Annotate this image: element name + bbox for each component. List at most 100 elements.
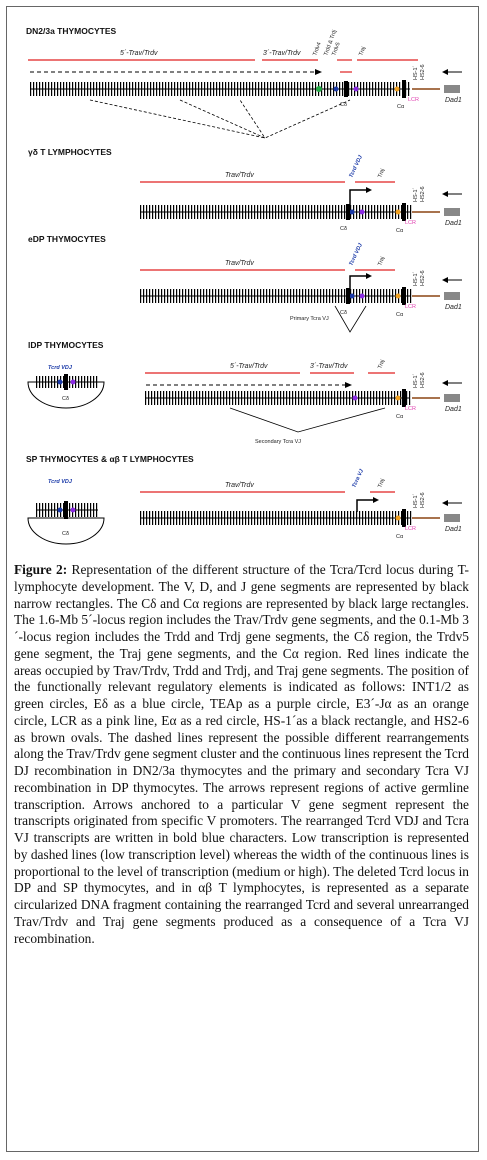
gene-segment (143, 289, 145, 303)
gene-segment (269, 205, 271, 219)
gene-segment (349, 391, 351, 405)
rearrangement-lines (89, 99, 351, 139)
trdv4-label: Trdv4 (312, 42, 322, 57)
gene-segment (248, 511, 250, 525)
gene-segment (191, 205, 193, 219)
gene-segment (296, 511, 298, 525)
gene-segment (248, 289, 250, 303)
gene-segment (226, 391, 228, 405)
gene-segment (309, 82, 311, 96)
gene-segment (237, 82, 239, 96)
panel-title: eDP THYMOCYTES (28, 234, 106, 244)
gene-segment (179, 289, 181, 303)
gene-segment (287, 511, 289, 525)
gene-segment (146, 289, 148, 303)
gene-segment (230, 511, 232, 525)
gene-segment (96, 503, 98, 517)
gene-segment (249, 82, 251, 96)
gene-segment (223, 391, 225, 405)
gene-segment (371, 289, 373, 303)
gene-segment (257, 511, 259, 525)
gene-segment (284, 511, 286, 525)
gene-segment (183, 82, 185, 96)
gene-segment (344, 289, 346, 303)
gene-segment (307, 391, 309, 405)
gene-segment (347, 511, 349, 525)
gene-segment (181, 391, 183, 405)
gene-segment (54, 82, 56, 96)
gene-segment (166, 391, 168, 405)
gene-segment (87, 376, 89, 388)
gene-segment (330, 82, 332, 96)
gene-segment (164, 289, 166, 303)
gene-segment (383, 205, 385, 219)
gene-segment (96, 82, 98, 96)
gene-segment (374, 511, 376, 525)
gene-segment (341, 289, 343, 303)
gene-segment (358, 391, 360, 405)
gene-segment (365, 205, 367, 219)
gene-segment (290, 289, 292, 303)
gene-segment (30, 82, 32, 96)
panel-edp: eDP THYMOCYTES Trav/Trdv Tcrd VDJ Traj D… (28, 234, 462, 333)
gene-segment (262, 391, 264, 405)
gene-segment (298, 391, 300, 405)
hs1-label: HS-1´ (413, 187, 419, 202)
gene-segment (87, 82, 89, 96)
gene-segment (149, 205, 151, 219)
gene-segment (194, 289, 196, 303)
gene-segment (293, 511, 295, 525)
gene-segment (194, 205, 196, 219)
gene-segment (373, 391, 375, 405)
gene-segment (350, 511, 352, 525)
gene-segment (278, 289, 280, 303)
gene-segment (328, 391, 330, 405)
gene-segment (188, 511, 190, 525)
gene-segment (78, 503, 80, 517)
cdelta-label: Cδ (340, 226, 347, 232)
gene-segment (286, 391, 288, 405)
gene-segment (341, 511, 343, 525)
gene-segment (275, 205, 277, 219)
gene-segment (393, 82, 395, 96)
gene-segment (380, 289, 382, 303)
gene-segment (152, 205, 154, 219)
secondary-vj-label: Secondary Tcra VJ (255, 439, 301, 445)
gene-segment (260, 511, 262, 525)
gene-segment (78, 376, 80, 388)
figure-caption: Figure 2: Representation of the differen… (14, 562, 469, 947)
cdelta-label: Cδ (340, 102, 347, 108)
trav-label: Trav/Trdv (225, 260, 254, 267)
region-5-label: 5´-Trav/Trdv (230, 363, 268, 370)
gene-segment (284, 289, 286, 303)
gene-segment (392, 289, 394, 303)
gene-segment (117, 82, 119, 96)
gene-segment (231, 82, 233, 96)
gene-segment (175, 391, 177, 405)
teap-element (70, 379, 76, 385)
gene-segment (242, 511, 244, 525)
gene-segment (385, 391, 387, 405)
e3-element (395, 209, 401, 215)
gene-segment (401, 289, 403, 303)
panel-title: DN2/3a THYMOCYTES (26, 26, 117, 36)
gene-segment (246, 82, 248, 96)
gene-segment (156, 82, 158, 96)
circular-fragment (27, 381, 105, 409)
arrow-head (315, 69, 322, 75)
locus-diagram: DN2/3a THYMOCYTES 5´-Trav/Trdv 3´-Trav/T… (26, 26, 462, 545)
gene-segment (197, 289, 199, 303)
gene-segment (245, 205, 247, 219)
calpha-region (402, 509, 406, 527)
gene-segment (214, 391, 216, 405)
gene-segment (290, 511, 292, 525)
gene-segment (245, 289, 247, 303)
gene-segment (304, 391, 306, 405)
gene-segment (111, 82, 113, 96)
gene-segment (282, 82, 284, 96)
gene-segment (90, 82, 92, 96)
gene-segment (280, 391, 282, 405)
vdj-label: Tcrd VDJ (48, 479, 73, 485)
gene-segment (311, 289, 313, 303)
gene-segment (160, 391, 162, 405)
